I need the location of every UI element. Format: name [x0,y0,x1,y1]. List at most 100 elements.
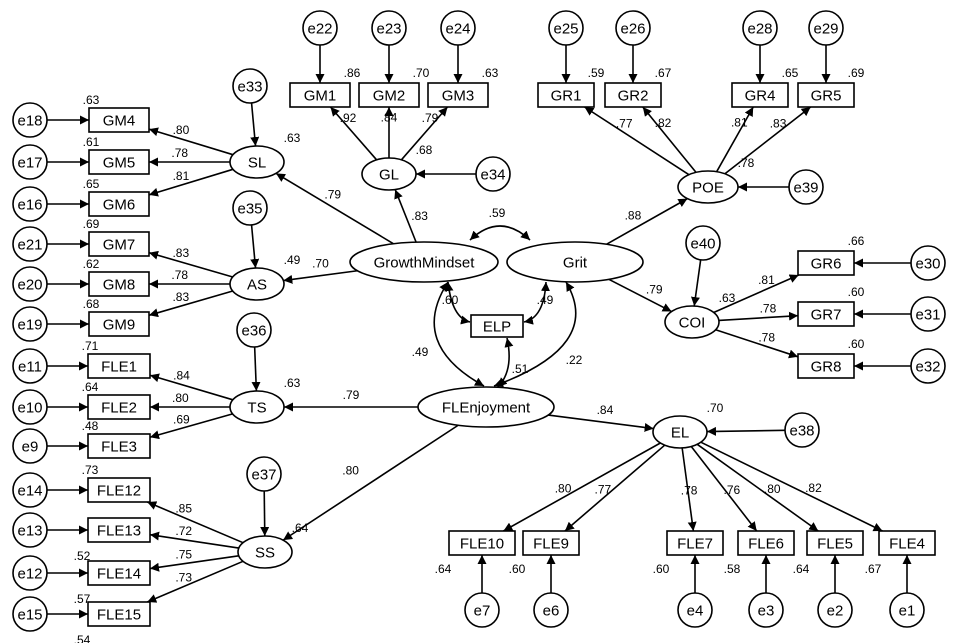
error-circle [475,156,511,192]
node-label: GM3 [442,88,475,105]
path-sl-gm6 [148,168,234,197]
node-ss: SS [237,535,293,569]
path-e33-sl [250,102,260,147]
error-circle [12,596,48,632]
node-label: e12 [17,566,42,583]
error-circle [788,169,824,205]
r-squared-fle3: .48 [82,419,99,433]
node-label: GR1 [551,88,582,105]
node-label: GM7 [103,237,136,254]
node-fle13: FLE13 [87,517,151,543]
indicator-box [88,271,150,297]
node-gm9: GM9 [88,311,150,337]
error-circle [12,512,48,548]
node-e22: e22 [302,10,338,46]
path-coefficient: .78 [758,331,775,345]
node-e21: e21 [12,226,48,262]
path-e35-as [250,224,260,269]
latent-ellipse [652,415,708,449]
covariance-growthmindset-flenjoyment [433,281,485,387]
r-squared-coi: .63 [719,291,736,305]
node-label: GR7 [811,307,842,324]
path-coefficient: .79 [422,111,439,125]
path-coefficient: .79 [646,282,663,296]
node-label: GR6 [811,256,842,273]
path-el-fle6 [690,446,758,532]
indicator-box [358,82,420,108]
path-coefficient: .92 [340,111,357,125]
r-squared-gr1: .59 [588,66,605,80]
path-ts-fle3 [149,413,233,440]
path-coefficient: .88 [625,208,642,222]
node-e24: e24 [440,10,476,46]
node-label: e35 [237,201,262,218]
r-squared-fle1: .71 [82,339,99,353]
indicator-box [289,82,351,108]
node-e18: e18 [12,102,48,138]
node-e3: e3 [748,592,784,628]
error-circle [232,190,268,226]
path-coefficient: .78 [171,146,188,160]
node-label: e25 [553,21,578,38]
node-label: e18 [17,113,42,130]
node-gm7: GM7 [88,231,150,257]
node-label: e4 [687,603,704,620]
r-squared-as: .49 [284,253,301,267]
node-label: FLE10 [460,536,504,553]
node-e12: e12 [12,555,48,591]
covariance-coefficient: .60 [442,293,459,307]
path-el-fle10 [503,442,661,532]
path-e36-ts [251,346,261,392]
error-circle [548,10,584,46]
node-label: FLE9 [533,536,569,553]
node-label: e33 [237,79,262,96]
error-circle [910,296,946,332]
node-label: e34 [480,167,505,184]
node-e1: e1 [889,592,925,628]
node-el: EL [652,415,708,449]
node-label: e28 [747,21,772,38]
path-ss-fle13 [149,531,239,549]
node-label: FLE14 [97,566,141,583]
r-squared-fle14: .57 [74,592,91,606]
path-growthmindset-sl [275,172,394,245]
error-circle [12,348,48,384]
node-fle4: FLE4 [878,530,936,556]
r-squared-sl: .63 [284,131,301,145]
path-el-fle9 [564,444,666,532]
path-coefficient: .79 [343,388,360,402]
path-coefficient: .84 [381,110,398,124]
node-e11: e11 [12,348,48,384]
node-e13: e13 [12,512,48,548]
node-fle12: FLE12 [87,477,151,503]
node-label: GR8 [811,359,842,376]
indicator-box [87,560,151,586]
latent-ellipse [361,157,417,191]
node-label: e15 [17,607,42,624]
error-circle [742,10,778,46]
path-coefficient: .84 [597,403,614,417]
path-coefficient: .81 [731,116,748,130]
node-e2: e2 [817,592,853,628]
node-gl: GL [361,157,417,191]
node-fle5: FLE5 [806,530,864,556]
node-gm4: GM4 [88,107,150,133]
indicator-box [797,301,855,327]
path-growthmindset-gl [394,189,417,243]
path-el-fle7 [681,447,697,532]
r-squared-fle4: .67 [865,562,882,576]
node-label: e40 [690,236,715,253]
path-coefficient: .77 [616,117,633,131]
indicator-box [470,314,524,338]
error-circle [232,68,268,104]
r-squared-gl: .68 [416,143,433,157]
node-e34: e34 [475,156,511,192]
node-label: e32 [915,359,940,376]
node-label: FLE6 [748,536,784,553]
path-coefficient: .73 [175,571,192,585]
node-label: SS [255,545,275,562]
path-coi-gr6 [713,274,800,314]
path-coefficient: .80 [555,482,572,496]
path-e37-ss [260,490,270,537]
